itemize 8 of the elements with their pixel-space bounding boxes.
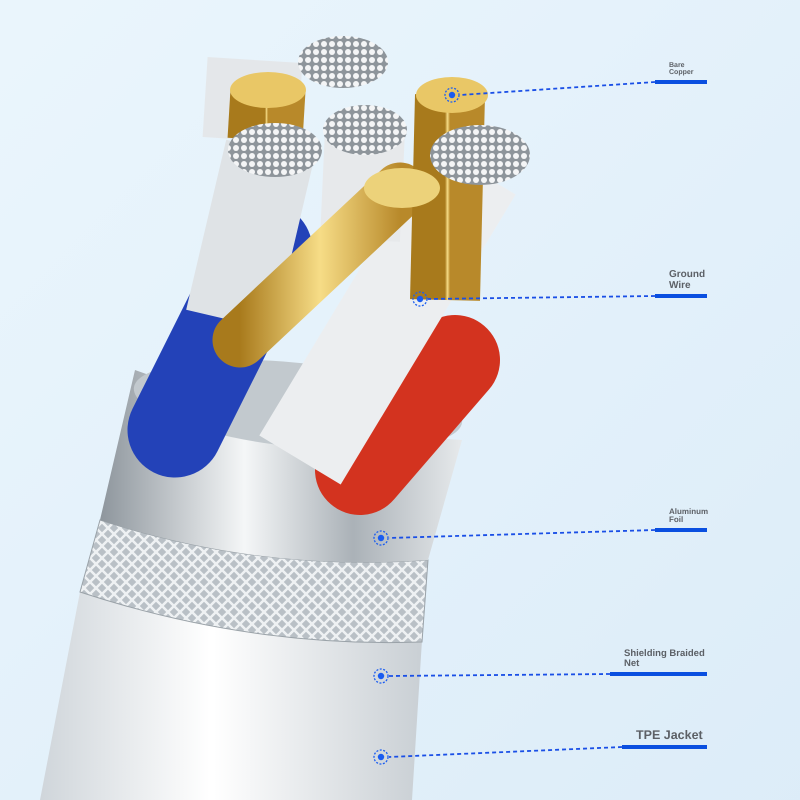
- part-label: Ground Wire: [655, 270, 707, 298]
- part-label: Aluminum Foil: [655, 508, 707, 532]
- part-label: TPE Jacket: [622, 729, 707, 750]
- leader-line: [428, 295, 656, 300]
- leader-line: [460, 81, 656, 96]
- leader-line: [389, 673, 610, 677]
- part-label: Shielding Braided Net: [610, 649, 707, 676]
- leader-line: [388, 746, 622, 758]
